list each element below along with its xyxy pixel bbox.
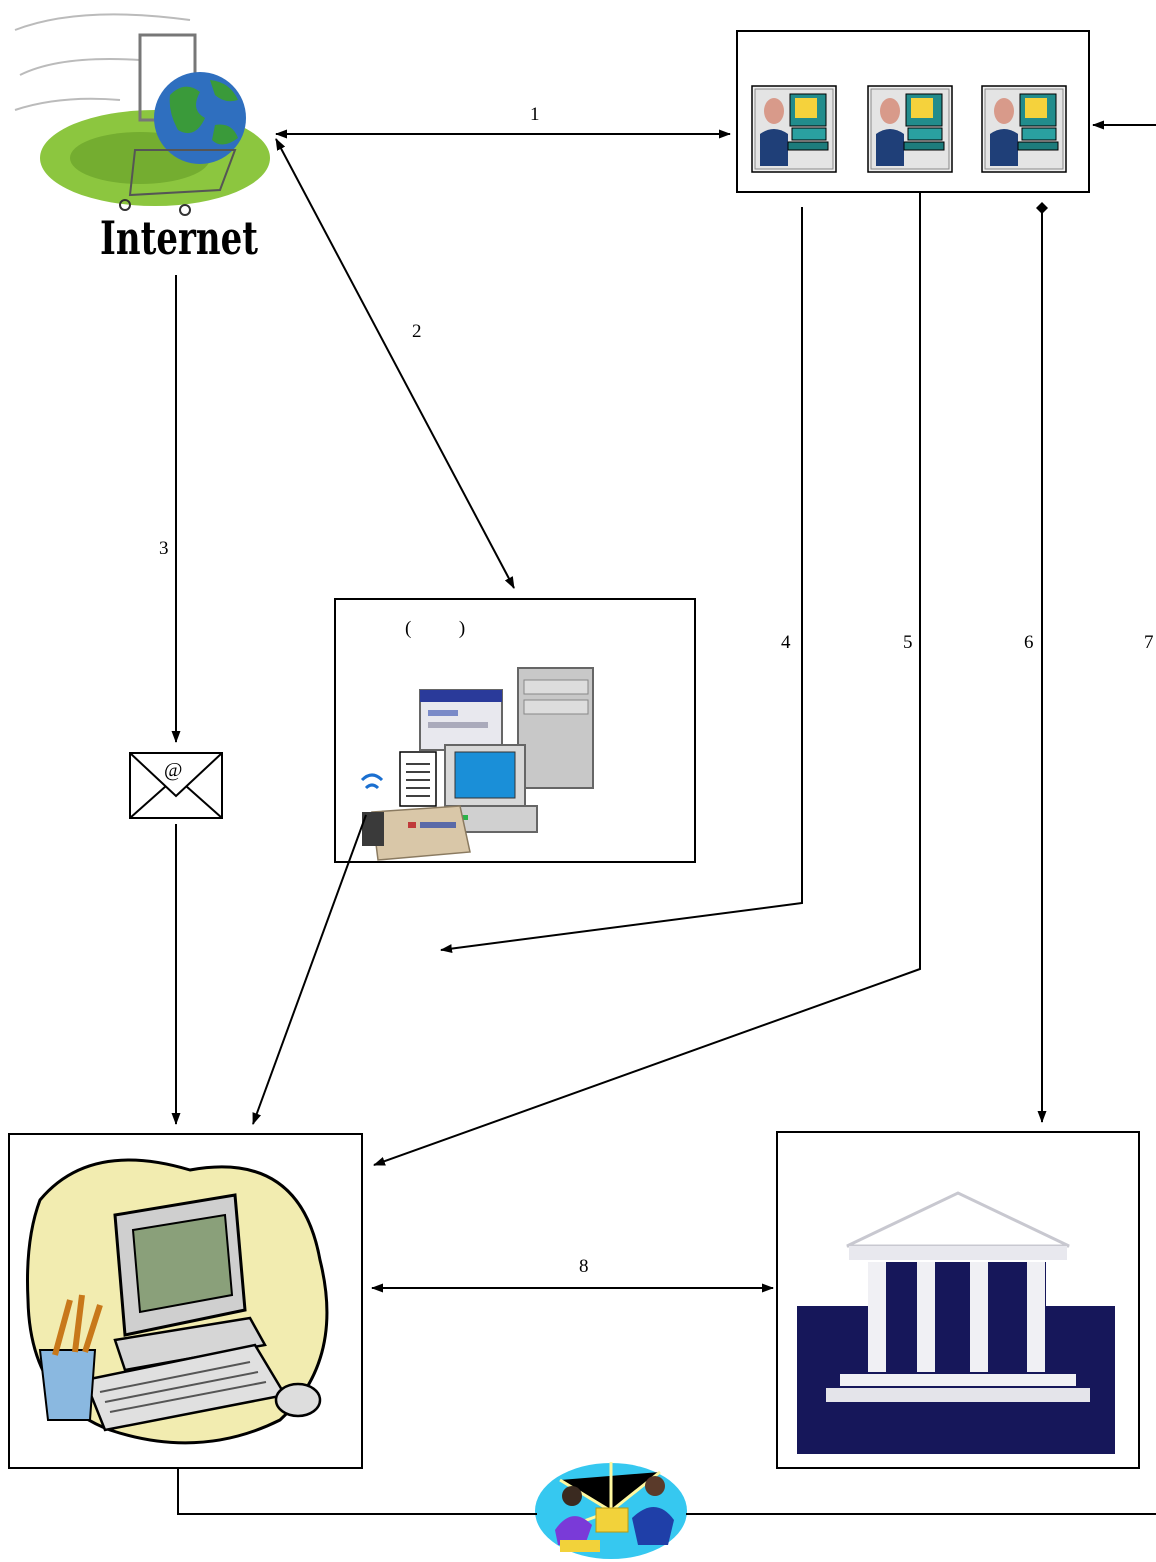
arrow-label-8: 8 (579, 1256, 589, 1277)
arrow-label-1: 1 (530, 104, 540, 125)
arrow-fax-to-desktop (252, 814, 367, 1125)
arrow-label-3: 3 (159, 538, 169, 559)
desktop-computer-icon (26, 1158, 329, 1445)
internet-globe-icon (14, 13, 270, 216)
arrow-label-5: 5 (903, 632, 913, 653)
internet-label: Internet (100, 211, 259, 265)
server-box-parens: ( ) (405, 618, 465, 639)
envelope-at-icon: @ (129, 752, 223, 819)
arrow-label-2: 2 (412, 321, 422, 342)
bottom-connector-left (177, 1468, 537, 1515)
operator-icon-1 (751, 85, 837, 173)
business-people-icon (535, 1462, 687, 1559)
arrow-4 (440, 207, 803, 954)
arrow-2 (275, 138, 515, 589)
fax-machine-icon (360, 751, 471, 861)
bank-building-icon (797, 1191, 1115, 1454)
arrow-label-6: 6 (1024, 632, 1034, 653)
server-computer-icon (419, 667, 594, 833)
arrow-label-4: 4 (781, 632, 791, 653)
operator-icon-2 (867, 85, 953, 173)
arrow-label-7: 7 (1144, 632, 1154, 653)
operator-icon-3 (981, 85, 1067, 173)
arrow-5 (373, 192, 921, 1166)
svg-text:@: @ (164, 759, 182, 781)
